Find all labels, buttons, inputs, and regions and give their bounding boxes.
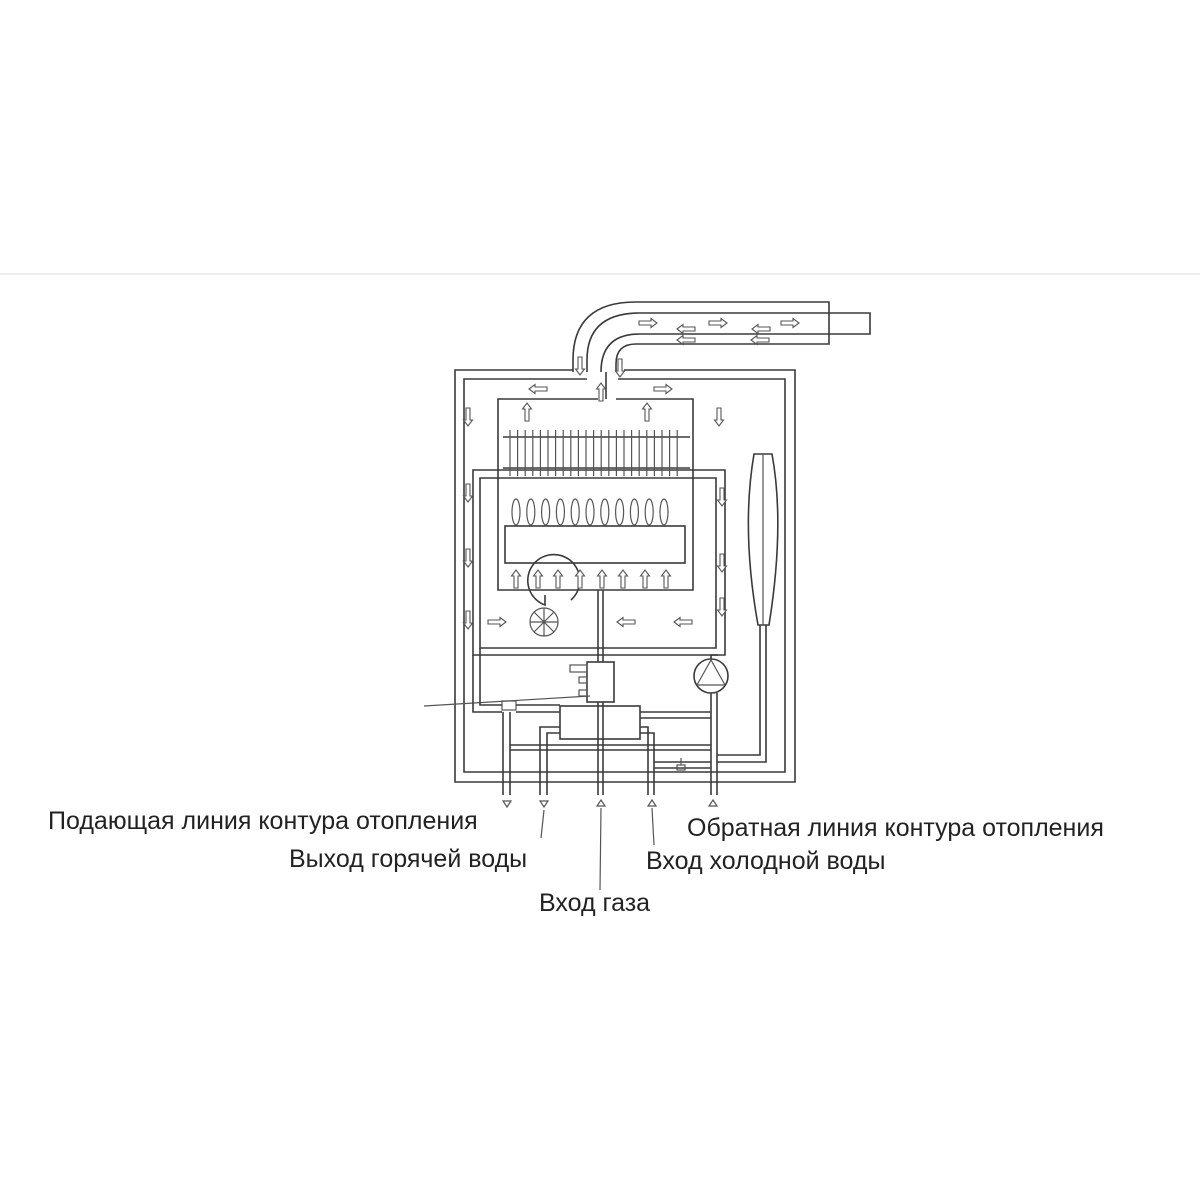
- expansion-tank: [747, 453, 779, 626]
- label-heating-supply: Подающая линия контура отопления: [48, 807, 478, 835]
- leader-lines: [540, 807, 655, 891]
- outlet-markers: [501, 798, 719, 809]
- label-cold-water-in: Вход холодной воды: [646, 847, 886, 875]
- gas-line: [597, 590, 604, 662]
- pump-icon: [693, 658, 729, 694]
- sensor-wire: [423, 695, 591, 711]
- heat-exchanger: [497, 398, 694, 591]
- flue-pipe: [572, 301, 871, 399]
- plate-heat-exchanger: [559, 705, 641, 740]
- gas-valve: [569, 661, 615, 703]
- label-gas-in: Вход газа: [539, 889, 651, 917]
- outer-casing: [454, 369, 796, 783]
- label-hot-water-out: Выход горячей воды: [289, 845, 528, 873]
- page-divider: [0, 273, 1200, 275]
- label-heating-return: Обратная линия контура отопления: [687, 814, 1104, 842]
- burner: [504, 498, 686, 564]
- combustion-chamber: [472, 469, 726, 656]
- water-piping: [472, 625, 767, 795]
- fan-icon: [527, 553, 581, 637]
